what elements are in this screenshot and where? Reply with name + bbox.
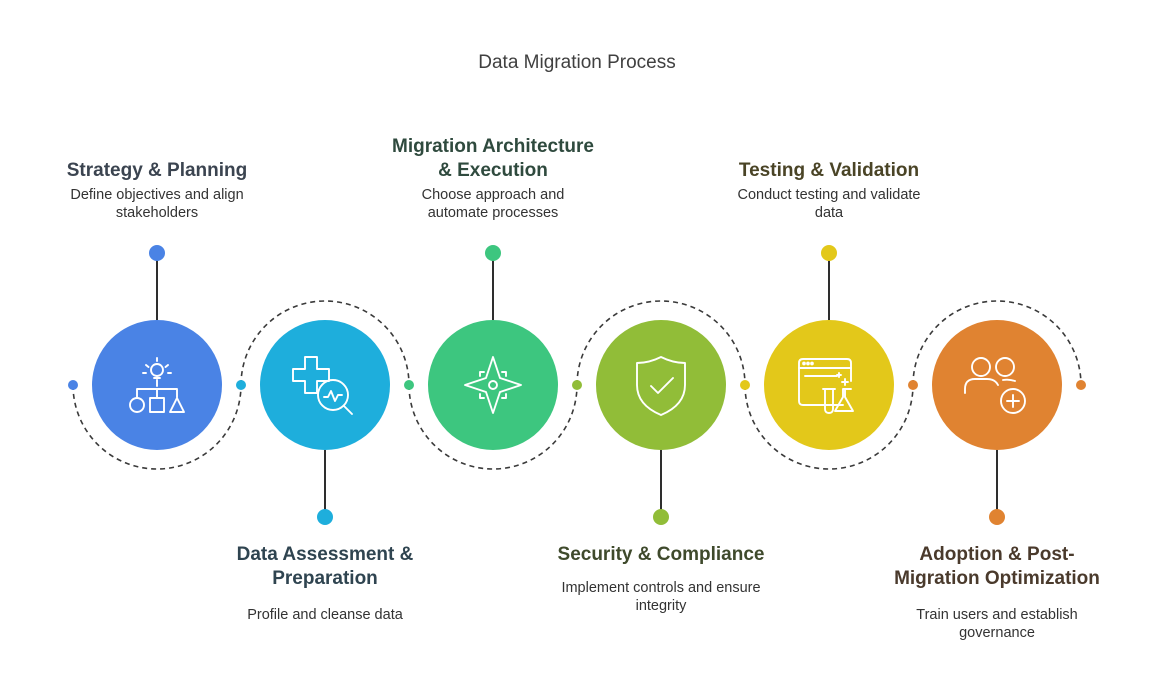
step-title-line: Adoption & Post-	[919, 544, 1074, 565]
step-title-line: Strategy & Planning	[67, 160, 248, 181]
step-marker-dot	[485, 245, 501, 261]
browser-lab-icon	[798, 358, 854, 414]
junction-dot	[740, 380, 750, 390]
junction-dot	[1076, 380, 1086, 390]
step-description-line: data	[815, 205, 844, 221]
step-circle-data-assessment-preparation	[260, 320, 390, 450]
step-marker-dot	[653, 509, 669, 525]
connector-arcs	[72, 300, 1082, 470]
junction-dot	[236, 380, 246, 390]
step-circle-migration-architecture-execution	[428, 320, 558, 450]
step-marker-dot	[821, 245, 837, 261]
step-description-line: automate processes	[428, 205, 559, 221]
step-marker-dot	[317, 509, 333, 525]
diagram-title: Data Migration Process	[478, 52, 675, 73]
step-title-line: Data Assessment &	[237, 544, 414, 565]
step-title-line: Testing & Validation	[739, 160, 919, 181]
junction-dot	[908, 380, 918, 390]
step-description-line: integrity	[636, 598, 688, 614]
step-description-line: Choose approach and	[422, 187, 565, 203]
step-description-line: Conduct testing and validate	[738, 187, 921, 203]
connector-arc	[576, 300, 746, 386]
add-users-icon	[964, 357, 1026, 414]
strategy-flowchart-icon	[129, 357, 185, 413]
step-title-line: Security & Compliance	[558, 544, 765, 565]
step-description-line: Implement controls and ensure	[561, 580, 760, 596]
shield-check-icon	[636, 356, 686, 416]
step-description-line: governance	[959, 625, 1035, 641]
step-title-line: Migration Optimization	[894, 568, 1100, 589]
junction-dot	[404, 380, 414, 390]
junction-dot	[68, 380, 78, 390]
connector-arc	[72, 384, 242, 470]
step-description-line: Define objectives and align	[70, 187, 243, 203]
junction-dot	[572, 380, 582, 390]
connector-arc	[744, 384, 914, 470]
health-analysis-icon	[292, 356, 353, 415]
process-step: Migration Architecture & ExecutionChoose …	[392, 136, 594, 450]
step-title-line: Migration Architecture	[392, 136, 594, 157]
compass-star-icon	[464, 356, 522, 414]
connector-arc	[408, 384, 578, 470]
process-step: Adoption & Post- Migration OptimizationTr…	[894, 320, 1100, 641]
step-description-line: Train users and establish	[916, 607, 1077, 623]
step-title-line: & Execution	[438, 160, 548, 181]
step-circle-security-compliance	[596, 320, 726, 450]
connector-arc	[240, 300, 410, 386]
step-circle-testing-validation	[764, 320, 894, 450]
connector-arc	[912, 300, 1082, 386]
step-title-line: Preparation	[272, 568, 378, 589]
step-description-line: stakeholders	[116, 205, 198, 221]
step-marker-dot	[149, 245, 165, 261]
step-marker-dot	[989, 509, 1005, 525]
step-description-line: Profile and cleanse data	[247, 607, 404, 623]
